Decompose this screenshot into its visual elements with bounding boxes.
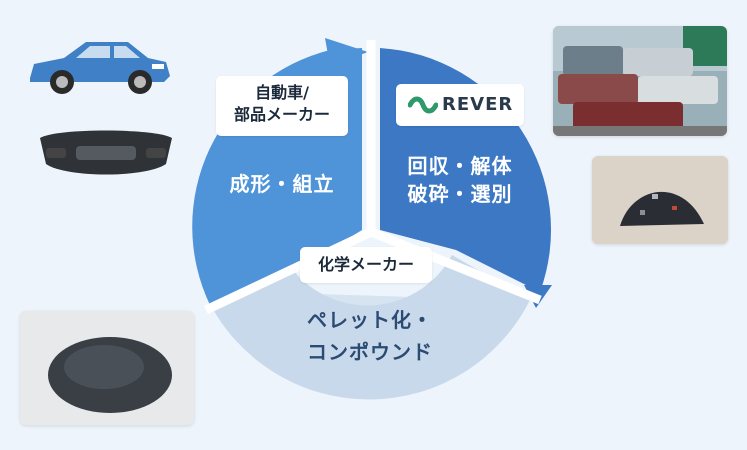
rever-logo-icon bbox=[408, 96, 438, 114]
manufacturer-arrowhead bbox=[325, 38, 368, 66]
gap-left bbox=[204, 227, 373, 315]
crushed-plastic-photo bbox=[592, 156, 728, 244]
segment-chemical bbox=[208, 255, 530, 400]
rever-action-line2: 破砕・選別 bbox=[407, 182, 513, 206]
car-bumper-icon bbox=[40, 130, 172, 175]
manufacturer-action: 成形・組立 bbox=[229, 172, 335, 196]
chemical-action-line2: コンポウンド bbox=[307, 340, 433, 364]
rever-action: 回収・解体 破砕・選別 bbox=[398, 152, 522, 208]
plastic-pellets-photo bbox=[20, 311, 194, 425]
manufacturer-label-line2: 部品メーカー bbox=[233, 105, 330, 124]
scrap-cars-photo bbox=[553, 26, 727, 136]
rever-action-line1: 回収・解体 bbox=[407, 154, 513, 178]
chemical-action: ペレット化・ コンポウンド bbox=[290, 304, 450, 368]
chemical-label-box: 化学メーカー bbox=[300, 247, 432, 283]
blue-sedan-icon bbox=[30, 42, 170, 94]
rever-logo-text: REVER bbox=[442, 94, 514, 115]
gap-right bbox=[369, 227, 542, 305]
rever-logo-box: REVER bbox=[396, 84, 524, 126]
chemical-action-line1: ペレット化・ bbox=[307, 308, 433, 332]
manufacturer-label-box: 自動車/ 部品メーカー bbox=[216, 76, 348, 136]
manufacturer-label-line1: 自動車/ bbox=[255, 83, 309, 102]
